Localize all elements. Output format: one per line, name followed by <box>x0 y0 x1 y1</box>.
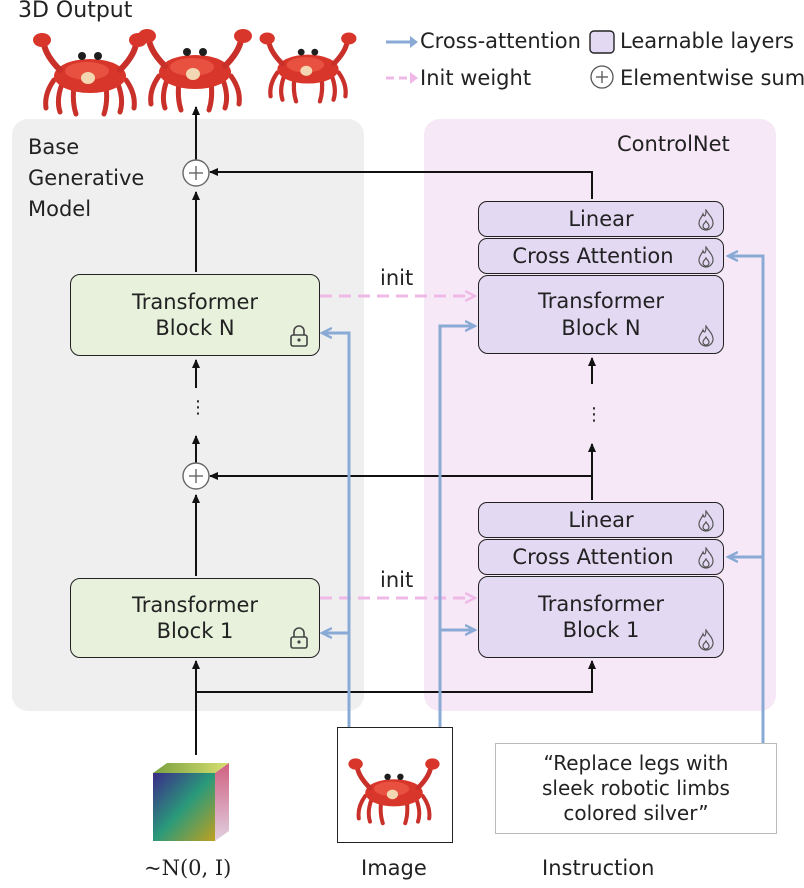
base-model-label: Base Generative Model <box>28 135 145 221</box>
crab-image <box>338 728 450 840</box>
instruction-text-box: “Replace legs with sleek robotic limbs c… <box>495 743 777 834</box>
controlnet-cross-attention-n: Cross Attention <box>478 238 724 274</box>
input-image <box>337 727 453 843</box>
instruction-to-cross-attention-n-arrow <box>729 256 765 743</box>
fire-icon <box>698 325 714 347</box>
image-to-controlnet-blockn-arrow <box>438 326 474 727</box>
controlnet-block1-to-sum-arrow <box>209 472 593 500</box>
noise-label: ~N(0, I) <box>144 856 232 880</box>
plus-circle-icon-top <box>182 159 210 187</box>
fire-icon <box>698 510 714 532</box>
init-label-n: init <box>380 266 414 290</box>
init-label-1: init <box>380 568 414 592</box>
fire-icon <box>698 629 714 651</box>
legend-learnable-label: Learnable layers <box>620 29 794 53</box>
legend-elementwise-label: Elementwise sum <box>620 66 804 90</box>
legend-learnable-swatch <box>589 30 615 54</box>
controlnet-ellipsis: ⋮ <box>585 404 603 425</box>
instruction-label: Instruction <box>542 856 655 880</box>
fire-icon <box>698 209 714 231</box>
image-to-base-blockn-arrow <box>323 333 351 727</box>
controlnet-linear-1: Linear <box>478 502 724 538</box>
noise-to-controlnet-arrow <box>196 660 596 693</box>
plus-circle-icon-mid <box>182 462 210 490</box>
controlnet-cross-attention-1: Cross Attention <box>478 539 724 575</box>
noise-cube <box>153 763 229 841</box>
controlnet-linear-n: Linear <box>478 201 724 237</box>
lock-icon <box>290 627 308 649</box>
controlnet-blockn-to-sum-arrow <box>209 168 593 199</box>
image-label: Image <box>361 856 427 880</box>
fire-icon <box>698 547 714 569</box>
output-title: 3D Output <box>18 0 133 23</box>
legend-cross-attention-label: Cross-attention <box>420 29 581 53</box>
controlnet-label: ControlNet <box>617 132 730 156</box>
legend-init-weight-label: Init weight <box>420 66 532 90</box>
fire-icon <box>698 246 714 268</box>
base-ellipsis: ⋮ <box>189 397 207 418</box>
lock-icon <box>290 325 308 347</box>
